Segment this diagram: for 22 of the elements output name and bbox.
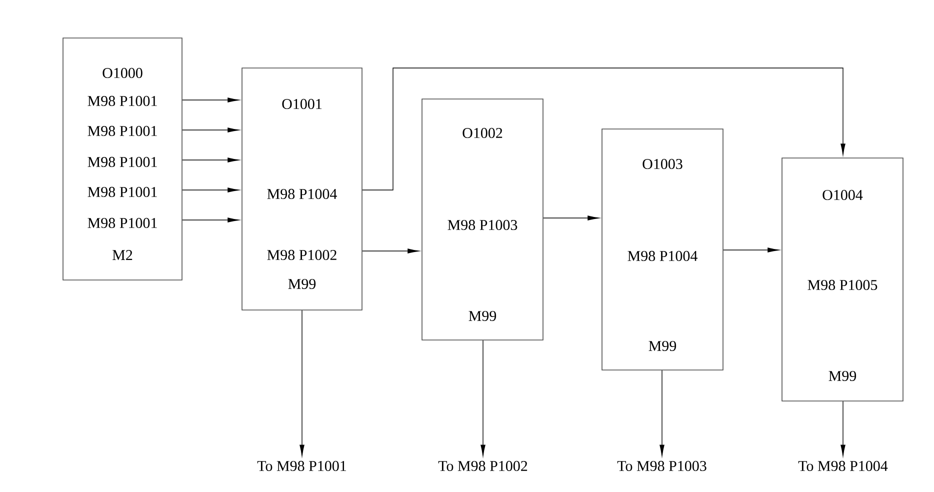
- arrow: [182, 188, 239, 192]
- arrow: [840, 401, 846, 456]
- program-box: O1004 M98 P1005 M99: [782, 158, 904, 402]
- arrow: [362, 248, 419, 254]
- target-label: To M98 P1004: [798, 460, 888, 472]
- arrow: [660, 370, 664, 456]
- arrow: [182, 158, 239, 162]
- program-box: O1003 M98 P1004 M99: [602, 128, 724, 370]
- arrow: [362, 68, 846, 190]
- target-label: To M98 P1003: [617, 460, 706, 472]
- arrow: [480, 340, 486, 456]
- arrow: [543, 216, 599, 220]
- target-label: To M98 P1001: [257, 460, 346, 472]
- target-label: To M98 P1002: [438, 460, 528, 472]
- arrow: [723, 248, 779, 252]
- arrow: [182, 98, 239, 102]
- arrow: [300, 310, 304, 456]
- program-box: O1002 M98 P1003 M99: [422, 98, 544, 340]
- program-box: O1001 M98 P1004 M98 P1002 M99: [242, 68, 362, 310]
- arrow: [182, 128, 239, 132]
- program-box: O1000 M98 P1001 M98 P1001 M98 P1001 M98 P1001 M98 P1001 M2: [62, 38, 182, 280]
- arrow: [182, 218, 239, 222]
